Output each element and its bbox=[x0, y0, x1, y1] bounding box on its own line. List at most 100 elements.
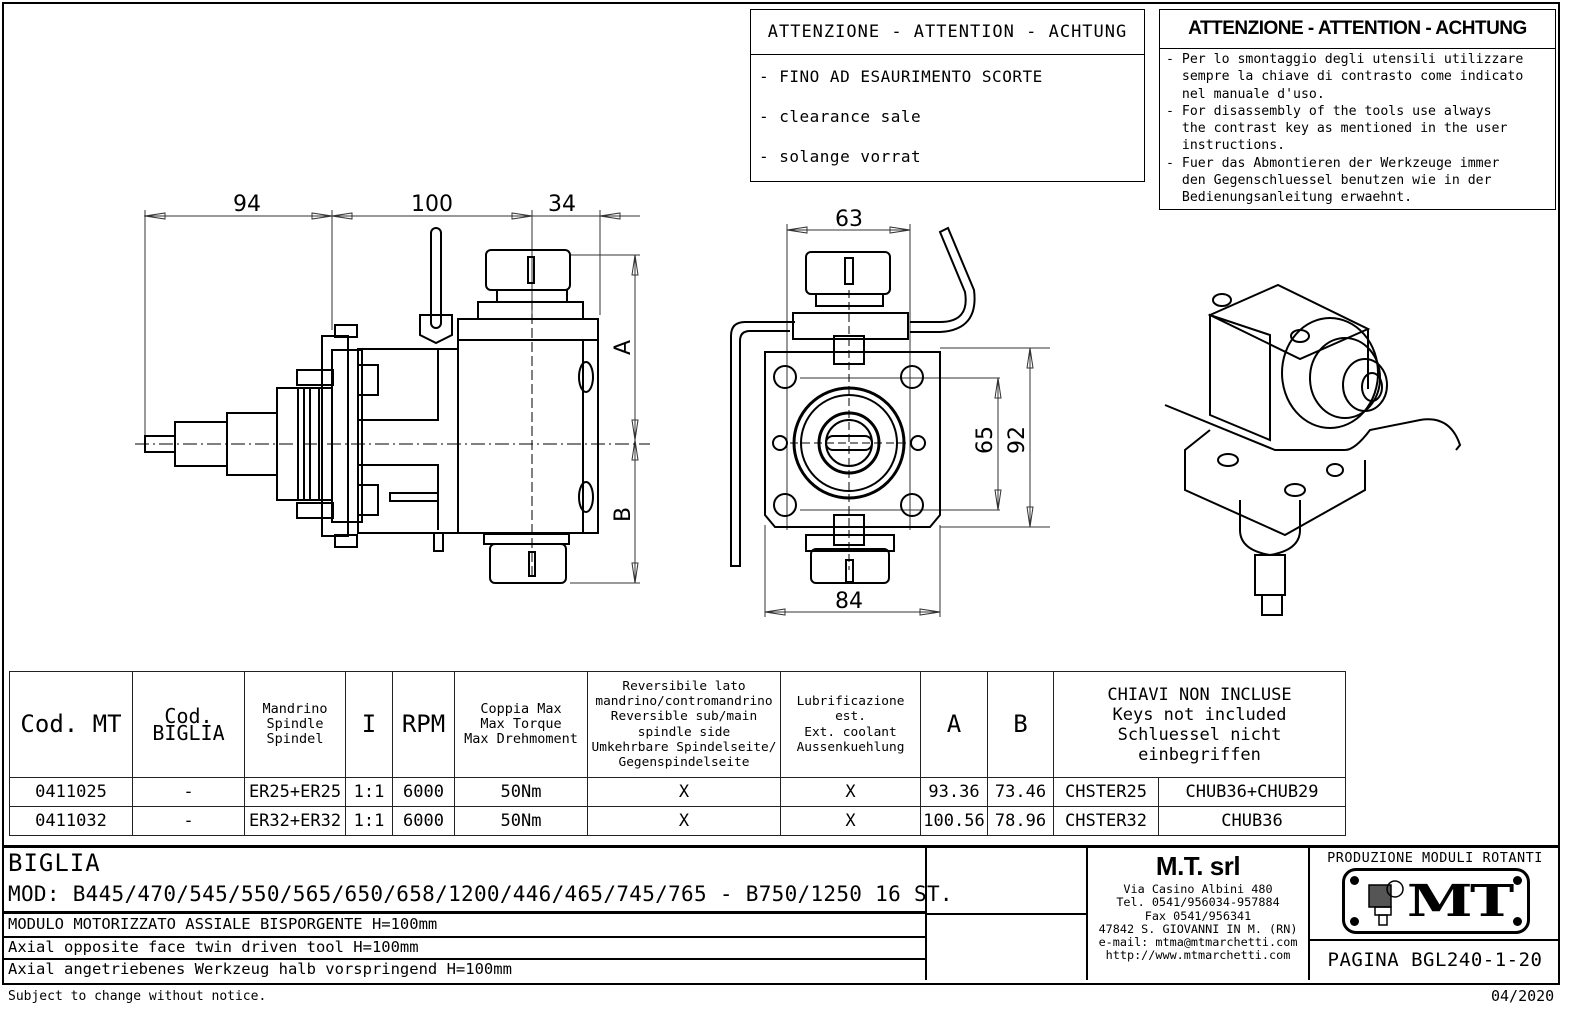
dim-label-a: A bbox=[611, 340, 636, 355]
cell-a: 100.56 bbox=[920, 806, 988, 836]
front-view bbox=[730, 224, 1050, 617]
header-line: Gegenspindelseite bbox=[618, 755, 750, 771]
address-line: Via Casino Albini 480 bbox=[1123, 882, 1273, 896]
screw-icon bbox=[1513, 876, 1522, 885]
cell-key1: CHSTER32 bbox=[1053, 806, 1159, 836]
header-b: B bbox=[987, 671, 1054, 778]
header-line: CHIAVI NON INCLUSE bbox=[1107, 684, 1292, 705]
divider bbox=[2, 958, 927, 960]
notice-line: Bedienungsanleitung erwaehnt. bbox=[1166, 190, 1413, 206]
screw-icon bbox=[1513, 917, 1522, 926]
header-rpm: RPM bbox=[392, 671, 455, 778]
cell-torque: 50Nm bbox=[454, 806, 588, 836]
address-line: Fax 0541/956341 bbox=[1144, 908, 1252, 923]
clearance-notice-title: ATTENZIONE - ATTENTION - ACHTUNG bbox=[751, 10, 1144, 55]
header-line: Schluessel nicht einbegriffen bbox=[1117, 724, 1282, 765]
cell-cod-biglia: - bbox=[132, 806, 245, 836]
table-row: 0411032 - ER32+ER32 1:1 6000 50Nm X X 10… bbox=[9, 806, 1346, 836]
cell-cod-biglia: - bbox=[132, 777, 245, 807]
notice-line: - Per lo smontaggio degli utensili utili… bbox=[1166, 52, 1524, 67]
cell-rpm: 6000 bbox=[392, 777, 455, 807]
clearance-notice-line: - FINO AD ESAURIMENTO SCORTE bbox=[759, 67, 1043, 86]
header-line: BIGLIA bbox=[152, 720, 225, 745]
header-cod-biglia: Cod.BIGLIA bbox=[132, 671, 245, 778]
clearance-notice-line: - clearance sale bbox=[759, 107, 922, 126]
cell-rpm: 6000 bbox=[392, 806, 455, 836]
header-line: Spindel bbox=[266, 731, 324, 747]
cell-key1: CHSTER25 bbox=[1053, 777, 1159, 807]
divider bbox=[2, 936, 927, 938]
title-block-logo: PRODUZIONE MODULI ROTANTI MT PAGINA BGL2… bbox=[1310, 848, 1560, 980]
company-address: Via Casino Albini 480 Tel. 0541/956034-9… bbox=[1088, 882, 1308, 963]
notice-line: - Fuer das Abmontieren der Werkzeuge imm… bbox=[1166, 155, 1500, 171]
screw-icon bbox=[1350, 876, 1359, 885]
title-block-description bbox=[2, 848, 927, 980]
header-line: Coppia Max bbox=[480, 701, 562, 717]
header-cod-mt: Cod. MT bbox=[9, 671, 133, 778]
side-view bbox=[135, 210, 650, 584]
divider bbox=[1310, 939, 1560, 941]
tool-module-icon bbox=[1368, 880, 1404, 926]
header-line: Spindle bbox=[266, 716, 324, 732]
revision-date: 04/2020 bbox=[1491, 987, 1555, 1005]
dim-width-top: 63 bbox=[835, 207, 863, 232]
header-line: Lubrificazione est. bbox=[796, 693, 905, 725]
description-de: Axial angetriebenes Werkzeug halb vorspr… bbox=[8, 960, 512, 978]
drawing-sheet-border bbox=[2, 2, 1560, 985]
notice-line: sempre la chiave di contrasto come indic… bbox=[1166, 69, 1524, 85]
page-code: PAGINA BGL240-1-20 bbox=[1327, 949, 1543, 971]
disassembly-notice: ATTENZIONE - ATTENTION - ACHTUNG - Per l… bbox=[1159, 9, 1556, 210]
production-label: PRODUZIONE MODULI ROTANTI bbox=[1327, 850, 1543, 866]
notice-line: nel manuale d'uso. bbox=[1166, 86, 1325, 102]
header-line: Keys not included bbox=[1112, 704, 1287, 725]
cell-key2: CHUB36 bbox=[1158, 806, 1346, 836]
header-line: spindle side bbox=[637, 724, 731, 740]
header-line: Umkehrbare Spindelseite/ bbox=[591, 739, 777, 755]
company-info: M.T. srl Via Casino Albini 480 Tel. 0541… bbox=[1088, 848, 1310, 980]
cell-b: 73.46 bbox=[987, 777, 1054, 807]
dim-bolt-spacing: 65 bbox=[973, 426, 998, 454]
header-a: A bbox=[920, 671, 988, 778]
cell-key2: CHUB36+CHUB29 bbox=[1158, 777, 1346, 807]
header-line: mandrino/contromandrino bbox=[595, 693, 773, 709]
header-line: Reversibile lato bbox=[622, 678, 746, 694]
disassembly-notice-title: ATTENZIONE - ATTENTION - ACHTUNG bbox=[1160, 10, 1555, 49]
notice-line: den Gegenschluessel benutzen wie in der bbox=[1166, 173, 1492, 189]
cell-coolant: X bbox=[780, 777, 921, 807]
header-line: Max Drehmoment bbox=[464, 731, 578, 747]
divider bbox=[927, 913, 1086, 915]
cell-ratio: 1:1 bbox=[345, 777, 393, 807]
isometric-view bbox=[1164, 283, 1462, 616]
disassembly-notice-body: - Per lo smontaggio degli utensili utili… bbox=[1160, 49, 1555, 207]
cell-coolant: X bbox=[780, 806, 921, 836]
notice-line: instructions. bbox=[1166, 138, 1286, 154]
description-en: Axial opposite face twin driven tool H=1… bbox=[8, 938, 419, 956]
dim-length-body: 100 bbox=[411, 192, 453, 217]
clearance-notice: ATTENZIONE - ATTENTION - ACHTUNG - FINO … bbox=[750, 9, 1145, 182]
header-line: Cod. bbox=[164, 703, 213, 728]
dim-label-b: B bbox=[611, 507, 636, 522]
header-ratio: I bbox=[345, 671, 393, 778]
email-line: e-mail: mtma@mtmarchetti.com bbox=[1098, 935, 1298, 950]
cell-b: 78.96 bbox=[987, 806, 1054, 836]
company-name: M.T. srl bbox=[1155, 851, 1241, 881]
description-it: MODULO MOTORIZZATO ASSIALE BISPORGENTE H… bbox=[8, 915, 438, 933]
cell-cod-mt: 0411032 bbox=[9, 806, 133, 836]
model-list: MOD: B445/470/545/550/565/650/658/1200/4… bbox=[8, 882, 953, 906]
clearance-notice-line: - solange vorrat bbox=[759, 147, 922, 166]
cell-torque: 50Nm bbox=[454, 777, 588, 807]
cell-spindle: ER25+ER25 bbox=[244, 777, 346, 807]
cell-reversible: X bbox=[587, 777, 781, 807]
disclaimer: Subject to change without notice. bbox=[8, 989, 267, 1004]
cell-a: 93.36 bbox=[920, 777, 988, 807]
table-row: 0411025 - ER25+ER25 1:1 6000 50Nm X X 93… bbox=[9, 777, 1346, 807]
title-block-blank bbox=[927, 848, 1088, 980]
address-line: Tel. 0541/956034-957884 bbox=[1116, 895, 1280, 910]
header-line: Reversible sub/main bbox=[610, 709, 758, 725]
cell-spindle: ER32+ER32 bbox=[244, 806, 346, 836]
dim-length-rear: 94 bbox=[233, 192, 261, 217]
